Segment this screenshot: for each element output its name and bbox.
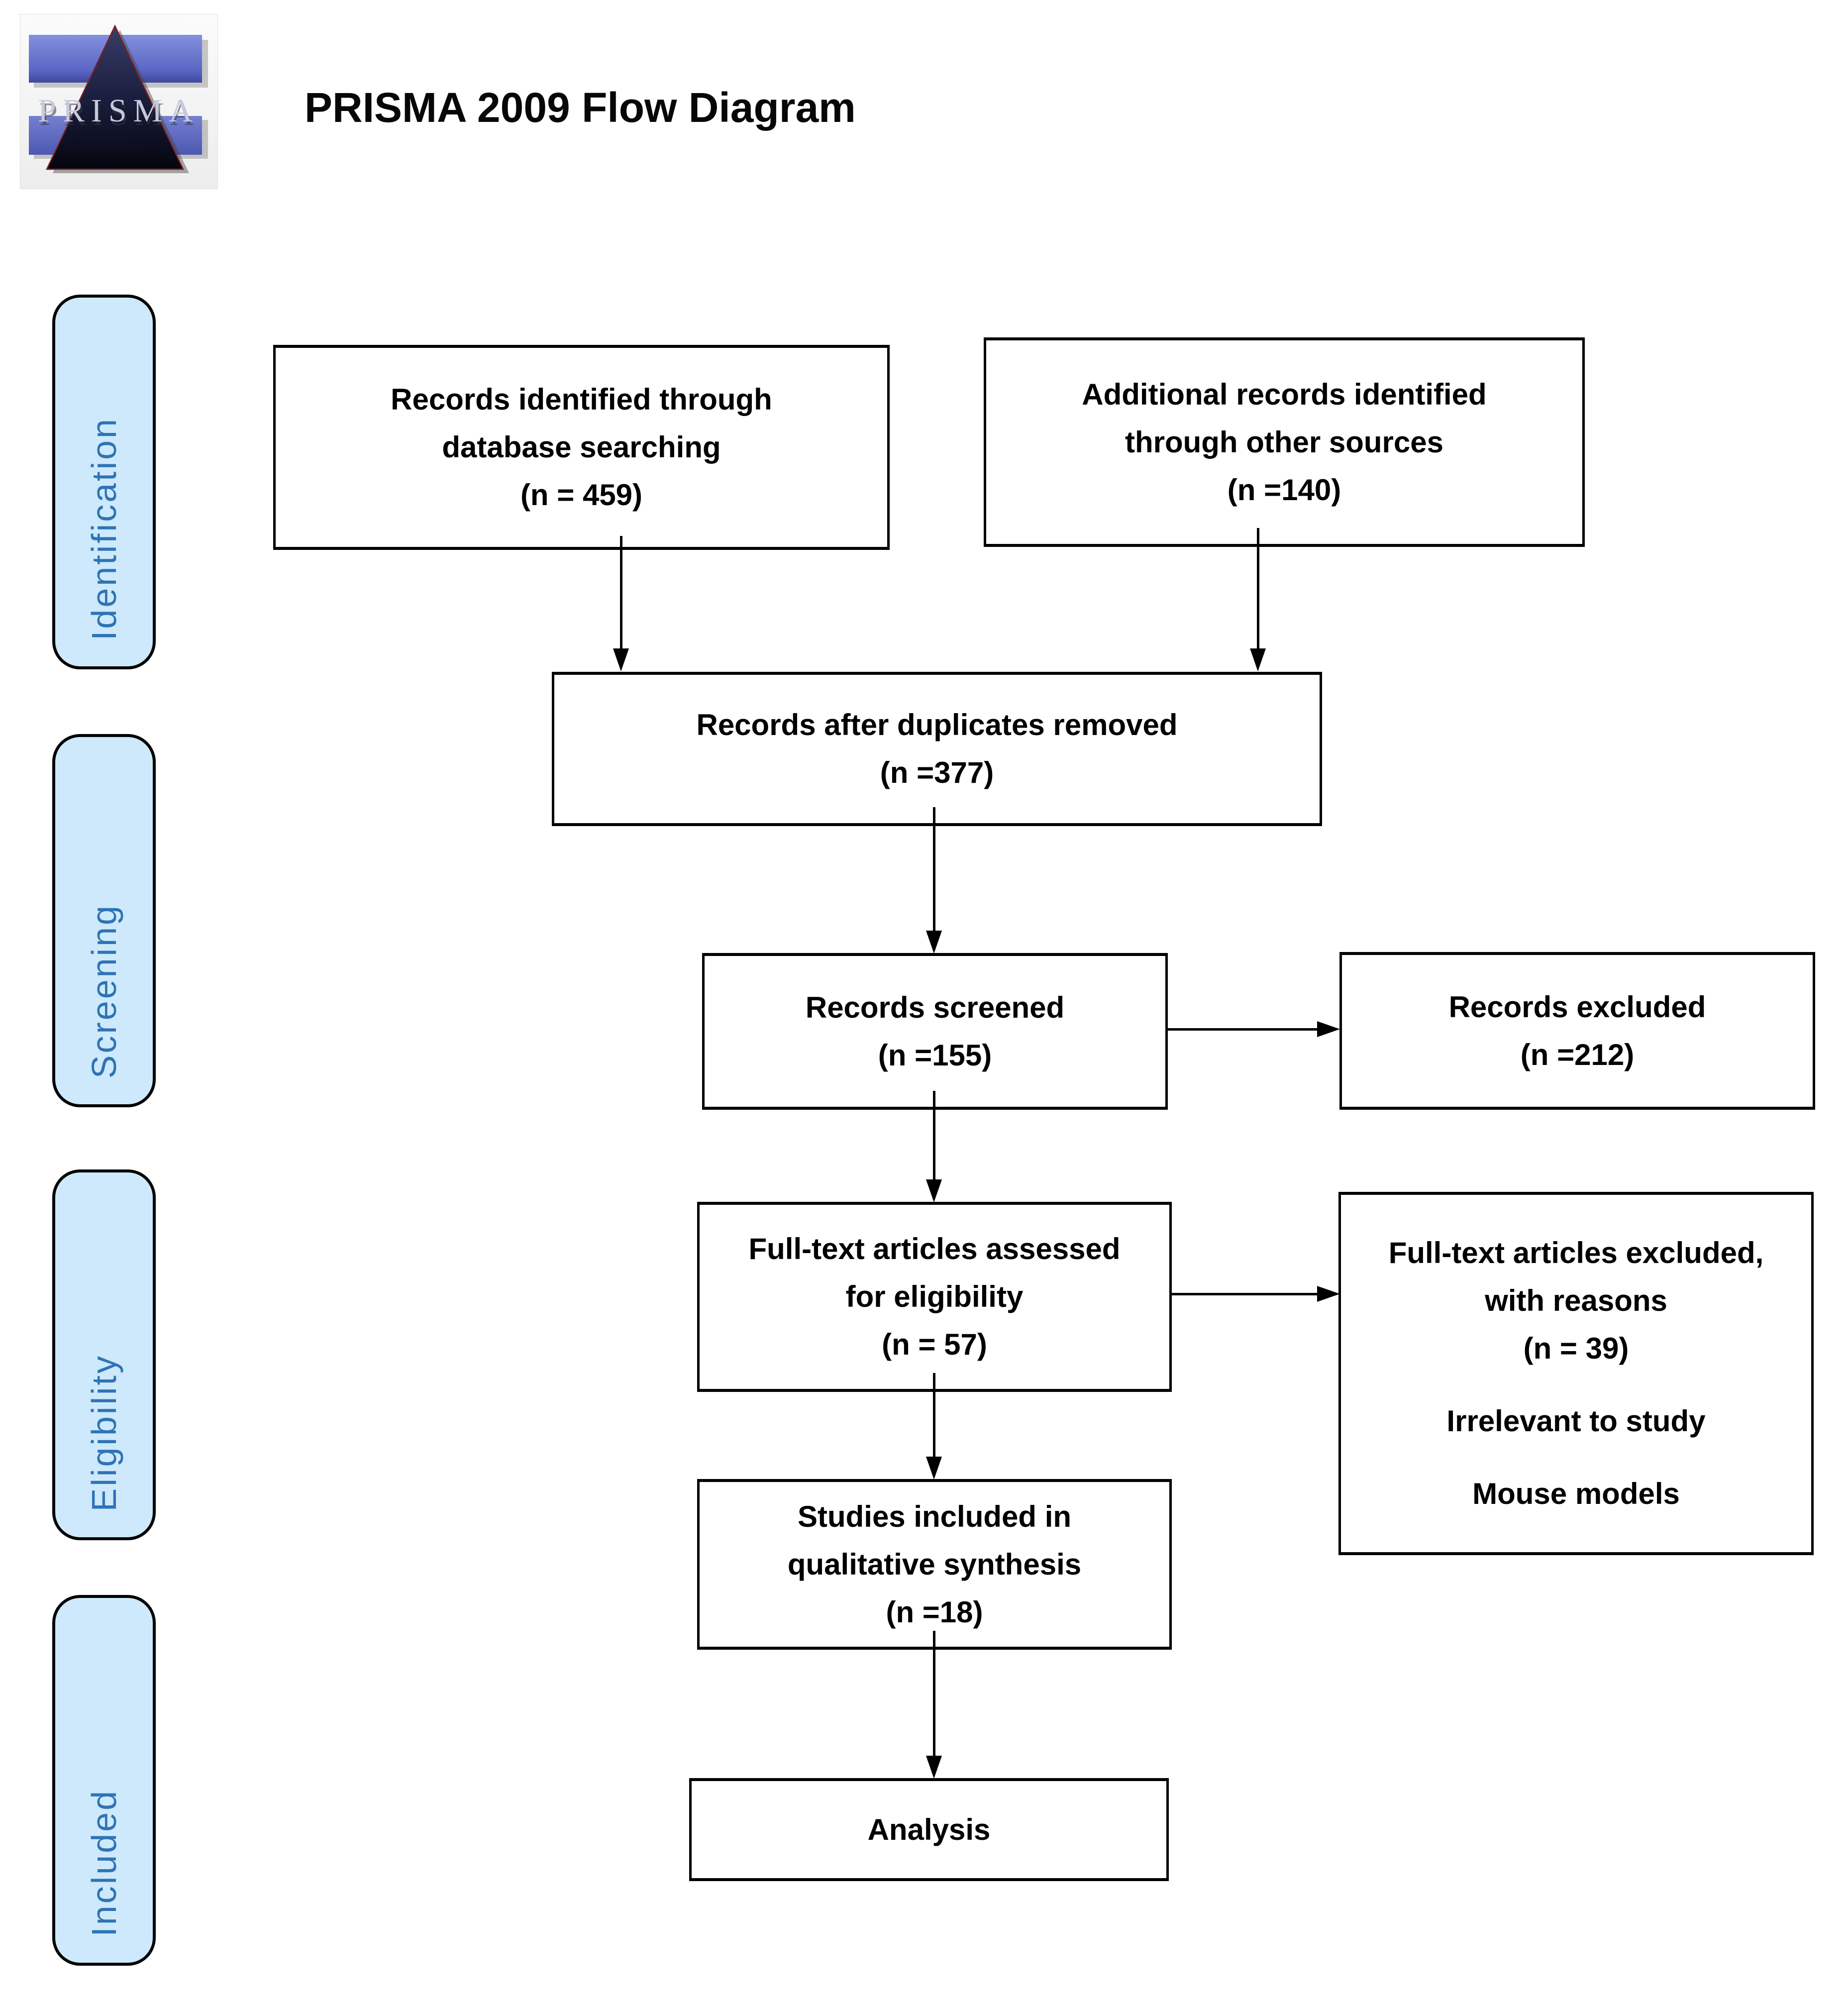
arrow-line-identified-to-duplicates: [620, 536, 622, 649]
arrowhead-screened-to-excluded: [1317, 1021, 1340, 1037]
box-additional-records: Additional records identified through ot…: [984, 337, 1585, 547]
prisma-logo: PRISMA PRISMA: [19, 13, 218, 190]
stage-screening-label: Screening: [85, 903, 123, 1078]
box-records-identified-count: (n = 459): [520, 478, 643, 512]
stage-included-label: Included: [85, 1789, 123, 1937]
arrow-line-duplicates-to-screened: [933, 807, 935, 932]
box-records-identified-line: database searching: [442, 430, 721, 464]
arrow-line-synthesis-to-analysis: [933, 1631, 935, 1757]
stage-included: Included: [52, 1595, 156, 1966]
arrowhead-additional-to-duplicates: [1250, 648, 1266, 671]
box-analysis-label: Analysis: [867, 1812, 991, 1846]
box-fulltext-excluded: Full-text articles excluded, with reason…: [1338, 1192, 1814, 1555]
box-fulltext-excluded-count: (n = 39): [1523, 1332, 1629, 1365]
stage-identification-label: Identification: [85, 417, 123, 640]
box-qualitative-synthesis: Studies included in qualitative synthesi…: [697, 1479, 1172, 1650]
arrowhead-duplicates-to-screened: [926, 931, 942, 953]
arrow-line-screened-to-excluded: [1168, 1028, 1318, 1031]
prisma-logo-image: PRISMA PRISMA: [19, 13, 218, 190]
arrow-line-fulltext-to-excluded: [1172, 1293, 1318, 1295]
box-fulltext-excluded-line: with reasons: [1485, 1284, 1667, 1317]
box-records-excluded: Records excluded (n =212): [1339, 952, 1815, 1110]
box-fulltext-excluded-reason: Mouse models: [1472, 1477, 1680, 1510]
box-fulltext-excluded-line: Full-text articles excluded,: [1388, 1236, 1764, 1269]
box-fulltext-assessed-count: (n = 57): [882, 1328, 987, 1361]
box-fulltext-excluded-reason: Irrelevant to study: [1446, 1404, 1706, 1438]
prisma-logo-text: PRISMA: [38, 93, 199, 129]
arrowhead-synthesis-to-analysis: [926, 1756, 942, 1779]
arrow-line-fulltext-to-synthesis: [933, 1373, 935, 1458]
box-additional-records-count: (n =140): [1227, 473, 1341, 507]
box-duplicates-removed: Records after duplicates removed (n =377…: [552, 672, 1322, 826]
arrow-line-screened-to-fulltext: [933, 1091, 935, 1180]
box-duplicates-removed-line: Records after duplicates removed: [696, 708, 1178, 741]
arrowhead-screened-to-fulltext: [926, 1179, 942, 1202]
arrowhead-fulltext-to-excluded: [1317, 1286, 1340, 1302]
box-fulltext-assessed: Full-text articles assessed for eligibil…: [697, 1202, 1172, 1392]
box-records-screened: Records screened (n =155): [702, 953, 1168, 1110]
box-duplicates-removed-count: (n =377): [880, 756, 994, 789]
box-analysis: Analysis: [689, 1778, 1169, 1881]
box-records-identified: Records identified through database sear…: [273, 345, 890, 550]
box-records-excluded-line: Records excluded: [1448, 990, 1706, 1024]
box-records-identified-line: Records identified through: [391, 383, 772, 416]
stage-eligibility: Eligibility: [52, 1169, 156, 1540]
page-title: PRISMA 2009 Flow Diagram: [305, 84, 856, 131]
arrowhead-fulltext-to-synthesis: [926, 1457, 942, 1480]
svg-text:PRISMA: PRISMA: [39, 96, 201, 132]
arrow-line-additional-to-duplicates: [1257, 528, 1259, 649]
stage-identification: Identification: [52, 295, 156, 669]
box-fulltext-assessed-line: for eligibility: [845, 1280, 1024, 1313]
box-qualitative-synthesis-line: Studies included in: [797, 1499, 1072, 1533]
box-qualitative-synthesis-line: qualitative synthesis: [787, 1547, 1082, 1581]
box-additional-records-line: through other sources: [1125, 425, 1444, 459]
stage-screening: Screening: [52, 734, 156, 1107]
box-additional-records-line: Additional records identified: [1082, 377, 1487, 411]
arrowhead-identified-to-duplicates: [613, 648, 629, 671]
box-records-excluded-count: (n =212): [1520, 1038, 1635, 1071]
box-records-screened-line: Records screened: [805, 990, 1065, 1024]
box-qualitative-synthesis-count: (n =18): [886, 1595, 983, 1629]
box-records-screened-count: (n =155): [878, 1038, 992, 1072]
stage-eligibility-label: Eligibility: [85, 1354, 123, 1511]
box-fulltext-assessed-line: Full-text articles assessed: [748, 1232, 1121, 1266]
